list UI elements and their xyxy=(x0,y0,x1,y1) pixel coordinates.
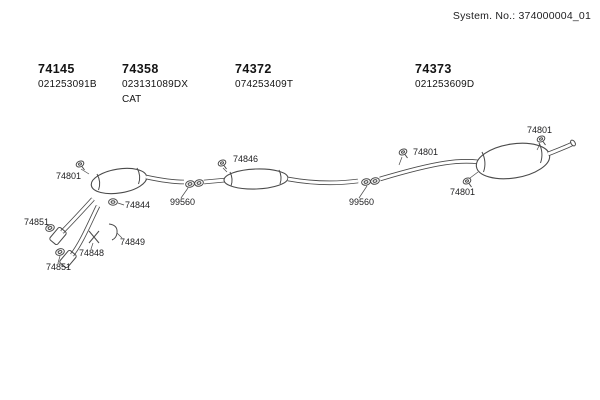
callout-muffler-hanger: 74801 xyxy=(450,187,475,197)
tailpipe xyxy=(547,139,576,157)
cat-hanger-icon xyxy=(74,159,86,171)
part-ref: 023131089DX xyxy=(122,79,189,90)
gasket-ring-icon xyxy=(360,177,372,187)
pipe-hanger-icon xyxy=(397,147,409,159)
flange-plate xyxy=(49,226,67,246)
gasket-ring-icon xyxy=(193,178,205,188)
gasket-ring-icon xyxy=(369,176,381,186)
middle-muffler xyxy=(223,168,289,190)
part-ref: 074253409T xyxy=(235,79,294,90)
mid-hanger-icon xyxy=(216,158,228,170)
part-code: 74145 xyxy=(38,62,75,76)
callout-mid-hanger: 74846 xyxy=(233,154,258,164)
front-joint-rings xyxy=(180,178,205,199)
callout-pipe-hanger: 74801 xyxy=(413,147,438,157)
part-group-74145: 74145 021253091B xyxy=(38,62,97,90)
cat-outlet-ring-icon xyxy=(108,198,118,206)
front-downpipes xyxy=(60,197,101,257)
callout-cat-ring: 74844 xyxy=(125,200,150,210)
callout-tail-hanger: 74801 xyxy=(527,125,552,135)
part-code: 74373 xyxy=(415,62,452,76)
rear-joint-rings xyxy=(358,176,381,199)
gasket-ring-icon xyxy=(54,246,66,258)
part-group-74358: 74358 023131089DX CAT xyxy=(122,62,188,105)
callout-rear-joint: 99560 xyxy=(349,197,374,207)
front-flange-assembly xyxy=(44,222,123,269)
callout-front-joint: 99560 xyxy=(170,197,195,207)
muffler-hanger-icon xyxy=(461,176,473,188)
bracket-74849 xyxy=(108,223,118,241)
callout-flange-gasket-upper: 74851 xyxy=(24,217,49,227)
rear-intermediate-pipe xyxy=(287,159,480,186)
part-ref: 021253609D xyxy=(415,79,475,90)
part-code: 74358 xyxy=(122,62,159,76)
flange-plate xyxy=(59,249,77,269)
part-group-74372: 74372 074253409T xyxy=(235,62,293,90)
part-code: 74372 xyxy=(235,62,272,76)
system-number: System. No.: 374000004_01 xyxy=(452,10,591,22)
catalytic-converter xyxy=(90,167,148,195)
part-note: CAT xyxy=(122,94,142,105)
gasket-ring-icon xyxy=(184,179,196,189)
callout-bracket-74848: 74848 xyxy=(79,248,104,258)
callout-front-hanger: 74801 xyxy=(56,171,81,181)
callout-flange-gasket-lower: 74851 xyxy=(46,262,71,272)
rear-muffler xyxy=(475,142,551,180)
tail-hanger-icon xyxy=(535,134,547,146)
part-group-74373: 74373 021253609D xyxy=(415,62,474,90)
callout-bracket-74849: 74849 xyxy=(120,237,145,247)
bracket-74848 xyxy=(88,230,100,244)
front-intermediate-pipe xyxy=(145,174,227,185)
part-ref: 021253091B xyxy=(38,79,97,90)
